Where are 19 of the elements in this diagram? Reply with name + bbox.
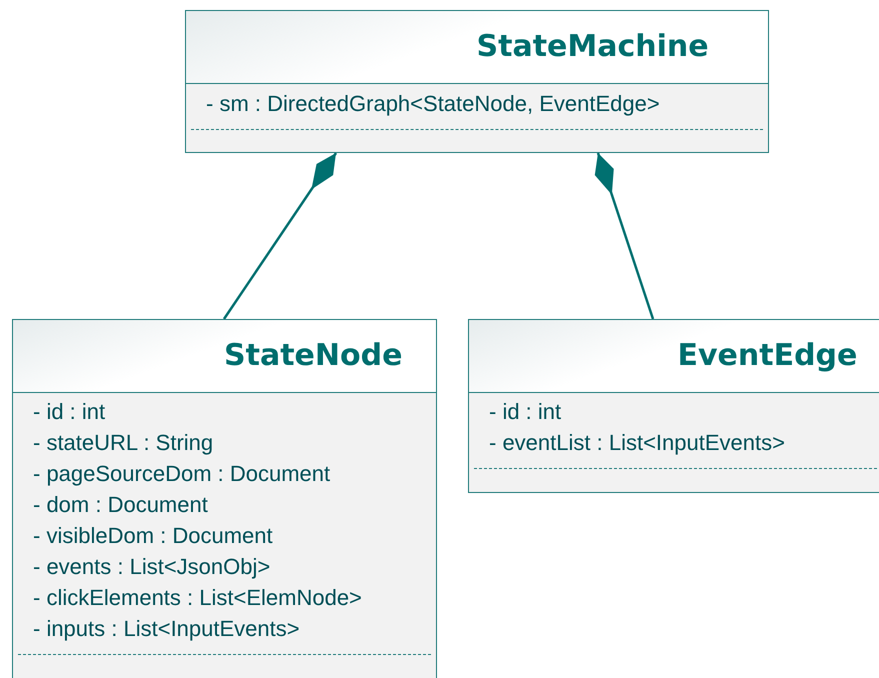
class-name: StateMachine <box>476 29 709 64</box>
class-box <box>185 10 769 153</box>
attribute-text: - stateURL : String <box>33 430 214 456</box>
class-name: EventEdge <box>678 338 858 373</box>
attribute-text: - id : int <box>33 399 106 425</box>
attribute-text: - dom : Document <box>33 492 208 518</box>
attribute-text: - visibleDom : Document <box>33 523 273 549</box>
composition-line <box>222 152 338 320</box>
class-box <box>12 319 437 678</box>
class-name: StateNode <box>224 338 402 373</box>
attribute-text: - sm : DirectedGraph<StateNode, EventEdge> <box>206 91 660 117</box>
composition-line <box>594 152 654 320</box>
attribute-text: - inputs : List<InputEvents> <box>33 616 300 642</box>
attribute-text: - eventList : List<InputEvents> <box>489 430 785 456</box>
attribute-text: - clickElements : List<ElemNode> <box>33 585 362 611</box>
attribute-text: - pageSourceDom : Document <box>33 461 330 487</box>
class-box <box>468 319 879 493</box>
attribute-text: - events : List<JsonObj> <box>33 554 270 580</box>
attribute-text: - id : int <box>489 399 562 425</box>
